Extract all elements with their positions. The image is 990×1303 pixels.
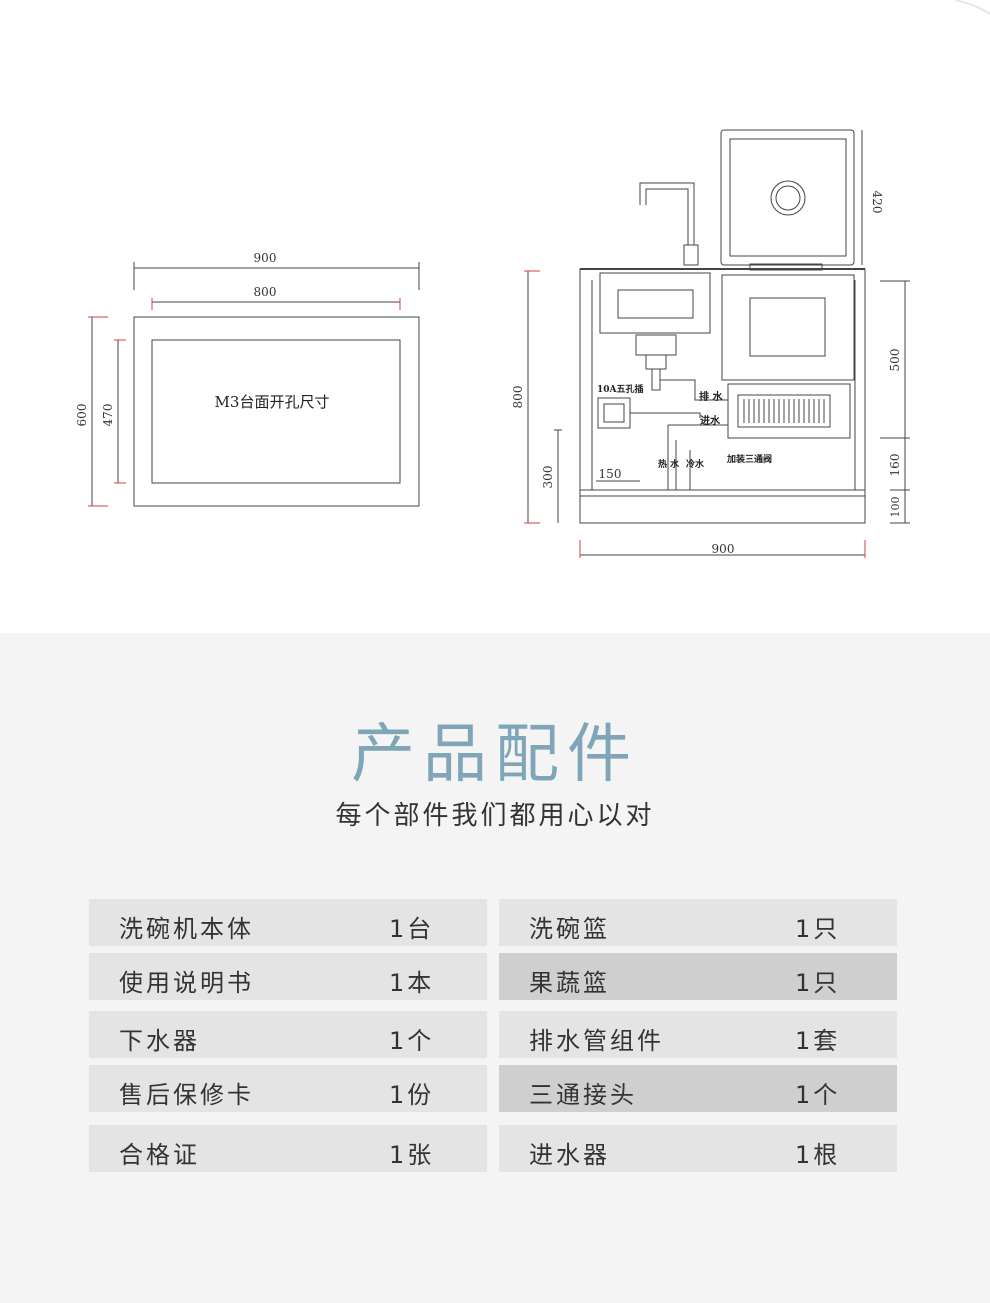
- accessory-row: 三通接头 1个: [499, 1065, 897, 1112]
- accessory-row: 下水器 1个: [89, 1011, 487, 1058]
- accessory-name: 进水器: [529, 1141, 610, 1169]
- dim-outer-width: 900: [254, 251, 277, 265]
- accessory-name: 排水管组件: [529, 1027, 664, 1055]
- label-inlet: 进水: [700, 414, 721, 427]
- dim-offset: 150: [599, 467, 622, 481]
- cutout-drawing: [88, 262, 420, 507]
- dim-inner-height: 470: [101, 404, 115, 427]
- accessory-row: 使用说明书 1本: [89, 953, 487, 1000]
- accessory-row: 合格证 1张: [89, 1125, 487, 1172]
- label-hot-water: 热 水: [658, 458, 680, 470]
- cabinet-drawing: [579, 129, 866, 524]
- section-subtitle: 每个部件我们都用心以对: [335, 801, 655, 831]
- outer-cutout-rect: [133, 316, 420, 507]
- accessory-row: 进水器 1根: [499, 1125, 897, 1172]
- label-valve: 加装三通阀: [726, 453, 772, 465]
- vent-grille: [743, 399, 825, 423]
- label-socket: 10A五孔插: [597, 383, 644, 395]
- accessory-name: 洗碗机本体: [119, 915, 254, 943]
- cabinet-dimensions: [524, 130, 910, 558]
- accessory-name: 下水器: [119, 1027, 200, 1055]
- accessory-qty: 1个: [389, 1027, 435, 1055]
- accessory-qty: 1台: [389, 915, 435, 943]
- label-cold-water: 冷水: [686, 458, 705, 470]
- accessory-qty: 1张: [389, 1141, 435, 1169]
- dim-cabinet-width: 900: [712, 542, 735, 556]
- accessory-name: 果蔬篮: [529, 969, 610, 997]
- diagram-section: 900 800 600 470 M3台面开孔尺寸: [0, 0, 990, 633]
- accessory-qty: 1只: [795, 915, 841, 943]
- accessory-qty: 1份: [389, 1081, 435, 1109]
- dim-outer-height: 600: [75, 404, 89, 427]
- accessory-qty: 1本: [389, 969, 435, 997]
- accessory-row: 果蔬篮 1只: [499, 953, 897, 1000]
- accessory-name: 使用说明书: [119, 969, 254, 997]
- accessory-name: 三通接头: [529, 1081, 637, 1109]
- label-drain: 排 水: [699, 390, 723, 403]
- corner-arc: [954, 0, 990, 15]
- accessory-row: 售后保修卡 1份: [89, 1065, 487, 1112]
- accessory-qty: 1个: [795, 1081, 841, 1109]
- dim-low: 300: [541, 466, 555, 489]
- accessory-row: 洗碗机本体 1台: [89, 899, 487, 946]
- accessory-name: 合格证: [119, 1141, 200, 1169]
- dim-sink-depth: 420: [870, 191, 884, 214]
- accessory-row: 排水管组件 1套: [499, 1011, 897, 1058]
- accessory-qty: 1根: [795, 1141, 841, 1169]
- accessory-row: 洗碗篮 1只: [499, 899, 897, 946]
- accessories-section: 产品配件 每个部件我们都用心以对 洗碗机本体 1台 使用说明书 1本 下水器 1…: [0, 633, 990, 1303]
- inner-cutout-rect: [151, 339, 401, 484]
- dim-base: 100: [889, 497, 902, 518]
- accessory-name: 售后保修卡: [119, 1081, 254, 1109]
- accessory-qty: 1套: [795, 1027, 841, 1055]
- cutout-label: M3台面开孔尺寸: [215, 393, 330, 411]
- installation-diagram: 900 800 600 470 M3台面开孔尺寸: [75, 0, 990, 558]
- section-title: 产品配件: [351, 718, 639, 792]
- dim-inner-width: 800: [254, 285, 277, 299]
- accessory-qty: 1只: [795, 969, 841, 997]
- dim-mid: 160: [888, 454, 902, 477]
- accessory-name: 洗碗篮: [529, 915, 610, 943]
- dim-cabinet-height: 800: [511, 386, 525, 409]
- dim-upper: 500: [888, 349, 902, 372]
